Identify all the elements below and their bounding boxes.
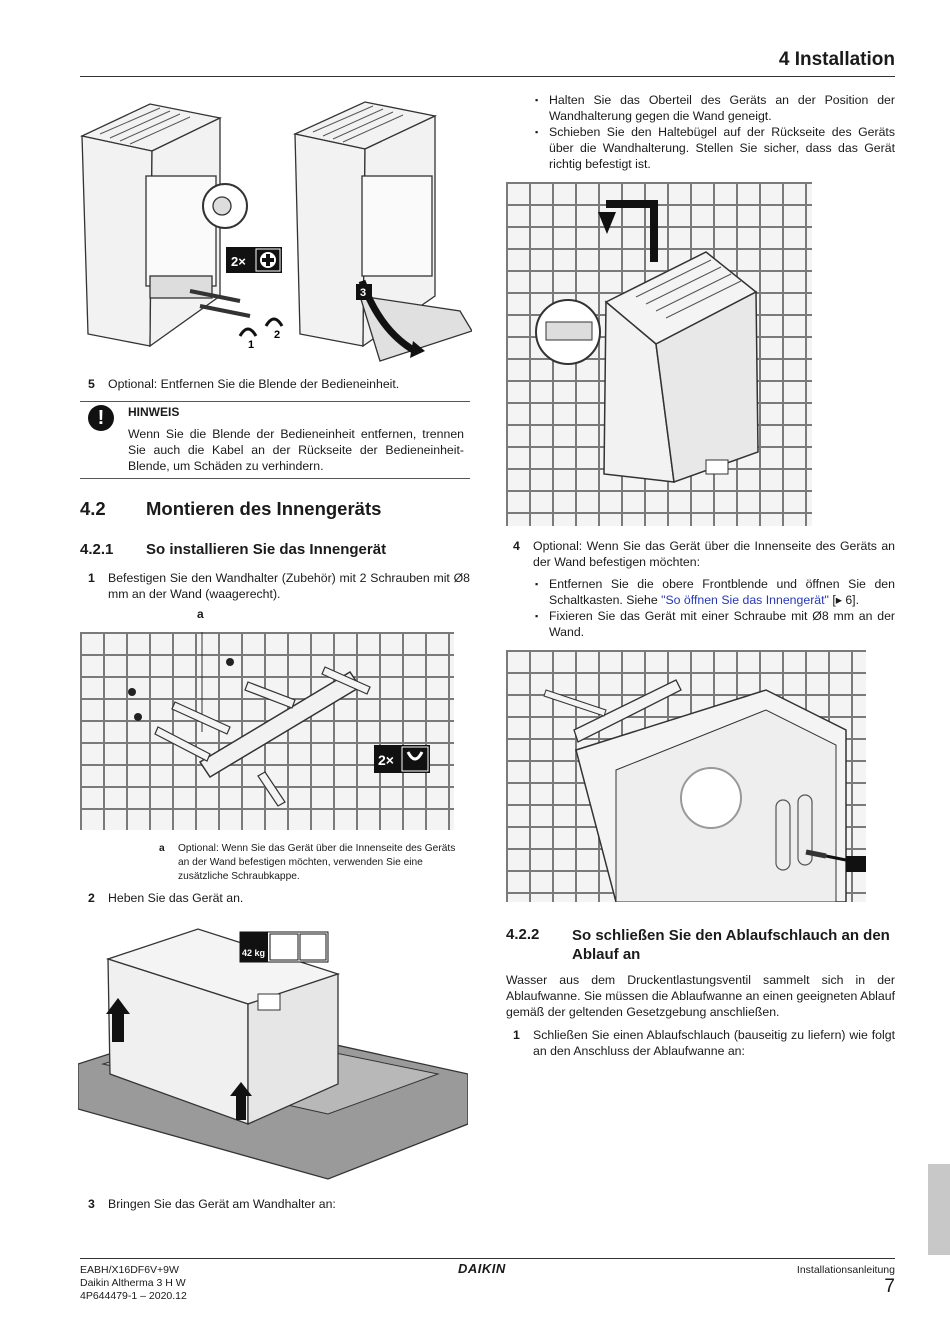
notice-label: HINWEIS: [128, 405, 180, 419]
subsection-number: 4.2.1: [80, 541, 114, 558]
header-rule: [80, 76, 895, 77]
subsection-title: So installieren Sie das Innengerät: [146, 541, 387, 558]
chapter-title: 4 Installation: [778, 49, 895, 70]
figure-fix-screw: [506, 650, 866, 902]
step2-number: 2: [88, 891, 95, 905]
step4-bullet-2: Fixieren Sie das Gerät mit einer Schraub…: [533, 608, 895, 640]
bullet-top-1: Halten Sie das Oberteil des Geräts an de…: [533, 92, 895, 124]
figure-wall-bracket-drawing: 2×: [128, 632, 430, 807]
step5-text: Optional: Entfernen Sie die Blende der B…: [108, 377, 400, 391]
step3-number: 3: [88, 1197, 95, 1211]
notice-text: Wenn Sie die Blende der Bedieneinheit en…: [128, 427, 464, 473]
page-number: 7: [884, 1276, 895, 1297]
legend-text: Optional: Wenn Sie das Gerät über die In…: [178, 843, 456, 882]
figure-top-label-2: 2: [274, 329, 280, 341]
drain-step1-number: 1: [513, 1028, 520, 1042]
footer-left: EABH/X16DF6V+9W Daikin Altherma 3 H W 4P…: [80, 1264, 187, 1303]
figure-top-label-3: 3: [360, 287, 366, 299]
drain-paragraph: Wasser aus dem Druckentlastungsventil sa…: [506, 973, 895, 1019]
figure-lift-unit: 42 kg: [78, 924, 468, 1184]
step1-text: Befestigen Sie den Wandhalter (Zubehör) …: [108, 571, 470, 601]
step4-number: 4: [513, 539, 520, 553]
figure-wall-badge: 2×: [378, 752, 394, 768]
step1-number: 1: [88, 571, 95, 585]
subsection2-title: So schließen Sie den Ablaufschlauch an d…: [572, 927, 890, 963]
footer-model: EABH/X16DF6V+9W: [80, 1264, 179, 1276]
step4-bullet-1-prefix: Entfernen Sie die obere Frontblende und …: [549, 577, 895, 607]
step5-number: 5: [88, 377, 95, 391]
figure-remove-cover: 2× 1 2 3: [80, 96, 472, 376]
step2-text: Heben Sie das Gerät an.: [108, 891, 244, 905]
step4-bullets: Entfernen Sie die obere Frontblende und …: [533, 576, 895, 640]
warning-icon: !: [88, 405, 114, 431]
brand-logo: DAIKIN: [458, 1261, 506, 1276]
figure-top-label-1: 1: [248, 339, 254, 351]
figure-lift-unit-drawing: 42 kg: [78, 928, 468, 1180]
step3-text: Bringen Sie das Gerät am Wandhalter an:: [108, 1197, 336, 1211]
figure-hang-unit: [506, 182, 812, 526]
footer-rule: [80, 1258, 895, 1259]
footer-doc-type: Installationsanleitung: [796, 1264, 895, 1276]
weight-badge: 42 kg: [242, 948, 265, 958]
subsection2-number: 4.2.2: [506, 926, 540, 943]
step4-text: Optional: Wenn Sie das Gerät über die In…: [533, 539, 895, 569]
figure-wall-label-a: a: [197, 607, 204, 621]
cross-reference-link[interactable]: "So öffnen Sie das Innengerät": [661, 593, 829, 607]
bullet-list-top: Halten Sie das Oberteil des Geräts an de…: [533, 92, 895, 172]
step4-bullet-1-suffix: [▸ 6].: [828, 593, 860, 607]
figure-hang-unit-drawing: [535, 200, 759, 484]
chapter-thumb-tab: [928, 1164, 950, 1255]
figure-remove-cover-drawing: 2× 1 2 3: [80, 101, 472, 362]
step4-bullet-1: Entfernen Sie die obere Frontblende und …: [533, 576, 895, 608]
notice-box: [80, 401, 470, 479]
bullet-top-2: Schieben Sie den Haltebügel auf der Rück…: [533, 124, 895, 172]
figure-wall-bracket: 2×: [80, 632, 454, 830]
section-title: Montieren des Innengeräts: [146, 498, 382, 519]
footer-doc-id: 4P644479-1 – 2020.12: [80, 1290, 187, 1302]
legend-key: a: [159, 843, 165, 854]
figure-top-badge: 2×: [231, 254, 246, 269]
footer-product: Daikin Altherma 3 H W: [80, 1277, 186, 1289]
drain-step1-text: Schließen Sie einen Ablaufschlauch (baus…: [533, 1028, 895, 1058]
section-number: 4.2: [80, 498, 106, 519]
figure-fix-screw-drawing: [543, 679, 866, 902]
